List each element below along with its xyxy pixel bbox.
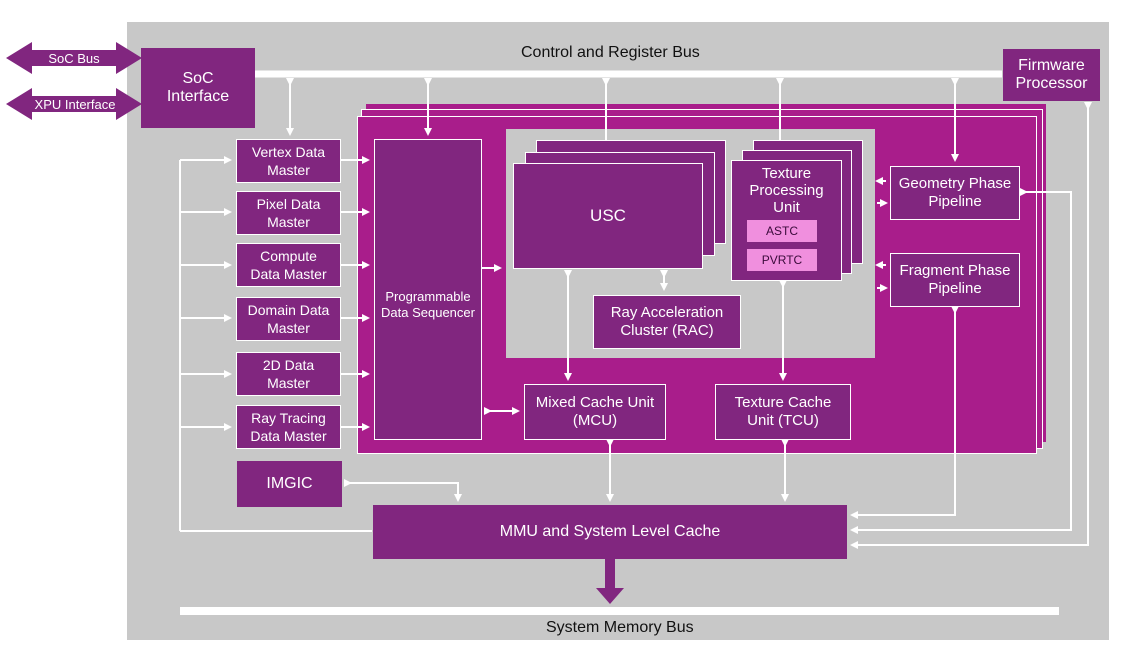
firmware-processor-label: Firmware Processor bbox=[1015, 57, 1088, 92]
imgic-block: IMGIC bbox=[237, 461, 342, 507]
data-master-label: Ray Tracing Data Master bbox=[250, 410, 327, 444]
soc-interface-block: SoC Interface bbox=[141, 48, 255, 128]
geometry-phase-pipeline-label: Geometry Phase Pipeline bbox=[898, 175, 1012, 210]
ray-acceleration-cluster-label: Ray Acceleration Cluster (RAC) bbox=[610, 304, 724, 339]
mixed-cache-unit-label: Mixed Cache Unit (MCU) bbox=[535, 394, 655, 429]
usc-label: USC bbox=[590, 206, 626, 225]
pvrtc-label: PVRTC bbox=[761, 253, 803, 267]
texture-cache-unit-block: Texture Cache Unit (TCU) bbox=[715, 384, 851, 440]
mmu-system-level-cache-block: MMU and System Level Cache bbox=[373, 505, 847, 559]
pvrtc-block: PVRTC bbox=[747, 249, 817, 271]
ray-acceleration-cluster-block: Ray Acceleration Cluster (RAC) bbox=[593, 295, 741, 349]
fragment-phase-pipeline-label: Fragment Phase Pipeline bbox=[899, 262, 1011, 297]
system-memory-bus-label: System Memory Bus bbox=[546, 619, 694, 636]
data-master-label: Compute Data Master bbox=[250, 248, 327, 282]
data-master-ray-tracing: Ray Tracing Data Master bbox=[236, 405, 341, 449]
mmu-system-level-cache-label: MMU and System Level Cache bbox=[499, 523, 721, 540]
programmable-data-sequencer-block: Programmable Data Sequencer bbox=[374, 139, 482, 440]
usc-block: USC bbox=[513, 163, 703, 269]
soc-bus-label: SoC Bus bbox=[48, 50, 100, 66]
programmable-data-sequencer-label: Programmable Data Sequencer bbox=[381, 288, 475, 320]
xpu-interface-label: XPU Interface bbox=[34, 96, 116, 112]
texture-processing-unit-label: Texture Processing Unit bbox=[749, 165, 824, 216]
data-master-domain: Domain Data Master bbox=[236, 297, 341, 341]
astc-block: ASTC bbox=[747, 220, 817, 242]
fragment-phase-pipeline-block: Fragment Phase Pipeline bbox=[890, 253, 1020, 307]
control-register-bus-label: Control and Register Bus bbox=[521, 44, 700, 61]
data-master-label: Pixel Data Master bbox=[256, 196, 321, 230]
mixed-cache-unit-block: Mixed Cache Unit (MCU) bbox=[524, 384, 666, 440]
data-master-label: Vertex Data Master bbox=[251, 144, 326, 178]
soc-interface-label: SoC Interface bbox=[166, 70, 230, 105]
data-master-pixel: Pixel Data Master bbox=[236, 191, 341, 235]
imgic-label: IMGIC bbox=[266, 475, 313, 492]
data-master-label: Domain Data Master bbox=[247, 302, 330, 336]
data-master-label: 2D Data Master bbox=[262, 357, 315, 391]
firmware-processor-block: Firmware Processor bbox=[1003, 49, 1100, 101]
texture-cache-unit-label: Texture Cache Unit (TCU) bbox=[734, 394, 832, 429]
data-master-2d: 2D Data Master bbox=[236, 352, 341, 396]
geometry-phase-pipeline-block: Geometry Phase Pipeline bbox=[890, 166, 1020, 220]
data-master-vertex: Vertex Data Master bbox=[236, 139, 341, 183]
astc-label: ASTC bbox=[765, 224, 798, 238]
data-master-compute: Compute Data Master bbox=[236, 243, 341, 287]
